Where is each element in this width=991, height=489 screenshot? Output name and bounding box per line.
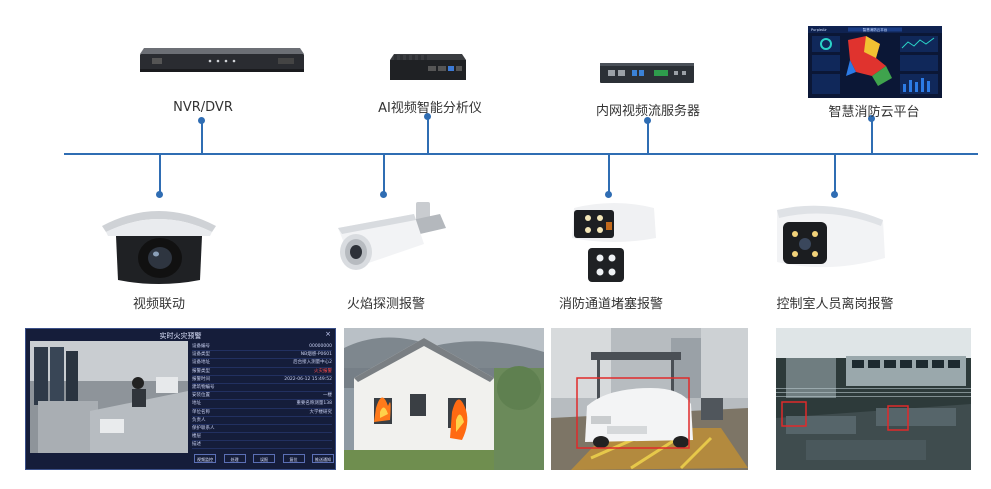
connector-linkage	[159, 155, 161, 195]
label-cloud-platform: 智慧消防云平台	[828, 105, 920, 120]
row-key: 报警类型	[192, 368, 210, 374]
fire-alarm-panel: 实时火灾预警 × 设备编号 00000000 设备类型 NB烟感-P0601 设备地…	[25, 328, 336, 470]
row-value: 00000000	[309, 344, 332, 349]
label-passage-blockage: 消防通道堵塞报警	[558, 297, 664, 312]
connector-dot-linkage	[156, 191, 163, 198]
connector-control-room	[834, 155, 836, 195]
connector-flame	[383, 155, 385, 195]
table-row: 负责人	[192, 417, 332, 425]
row-value: NB烟感-P0601	[300, 352, 332, 358]
alarm-action-buttons: 视频监控 处理 误报 复位 推送通知	[194, 454, 334, 463]
row-value: 一楼	[323, 393, 332, 399]
table-row: 设备类型 NB烟感-P0601	[192, 351, 332, 360]
row-key: 设备编号	[192, 344, 210, 349]
network-bus-line	[64, 153, 978, 155]
connector-dot-control-room	[831, 191, 838, 198]
table-row: 地址 重要名称测量138	[192, 400, 332, 409]
passage-blockage-scene-image	[551, 328, 748, 470]
connector-dot-flame	[380, 191, 387, 198]
row-value: 后台接入测量中心2	[293, 360, 332, 366]
row-key: 安装位置	[192, 393, 210, 399]
row-key: 楼层	[192, 434, 201, 440]
row-key: 地址	[192, 401, 201, 407]
row-key: 保护联系人	[192, 425, 215, 431]
video-stream-server-image	[600, 63, 694, 83]
nvr-recorder-image	[140, 48, 304, 72]
flame-detection-camera-image	[338, 202, 446, 270]
row-value: 重要名称测量138	[296, 401, 332, 407]
table-row: 描述	[192, 441, 332, 450]
connector-dot-server	[644, 117, 651, 124]
label-control-room-absence: 控制室人员离岗报警	[776, 297, 894, 312]
table-row: 报警类型 火灾报警	[192, 368, 332, 376]
table-row: 单位名称 大学楼研究	[192, 409, 332, 417]
connector-dot-passage	[605, 191, 612, 198]
row-value-alarm-type: 火灾报警	[314, 368, 332, 374]
monitor-brand-text: PurpleAir	[811, 28, 827, 32]
ai-analyzer-image	[390, 54, 466, 80]
reset-button[interactable]: 复位	[282, 454, 305, 463]
connector-dot-cloud	[868, 115, 875, 122]
row-key: 报警时间	[192, 376, 210, 382]
table-row: 报警时间 2022-06-12 15:49:52	[192, 376, 332, 384]
connector-server	[647, 120, 649, 154]
alarm-detail-table: 设备编号 00000000 设备类型 NB烟感-P0601 设备地址 后台接入测量中心…	[192, 343, 332, 450]
label-nvr: NVR/DVR	[173, 100, 233, 115]
row-key: 描述	[192, 442, 201, 448]
linkage-camera-image	[102, 211, 216, 284]
row-key: 单位名称	[192, 409, 210, 415]
connector-cloud	[871, 118, 873, 154]
control-room-camera-image	[777, 205, 885, 268]
label-ai-analyzer: AI视频智能分析仪	[378, 101, 482, 116]
connector-dot-nvr	[198, 117, 205, 124]
false-alarm-button[interactable]: 误报	[253, 454, 275, 463]
table-row: 设备地址 后台接入测量中心2	[192, 359, 332, 368]
connector-ai	[427, 116, 429, 154]
table-row: 建筑物编号	[192, 384, 332, 393]
monitor-header-text: 智慧消防云平台	[863, 27, 888, 32]
alarm-panel-title: 实时火灾预警	[159, 332, 202, 340]
control-room-scene-image	[776, 328, 971, 470]
close-icon[interactable]: ×	[325, 330, 331, 338]
handle-button[interactable]: 处理	[223, 454, 246, 463]
connector-dot-ai	[424, 113, 431, 120]
label-flame-detection: 火焰探测报警	[346, 297, 426, 312]
table-row: 保护联系人	[192, 425, 332, 434]
flame-scene-image	[344, 328, 544, 470]
row-value: 大学楼研究	[309, 409, 333, 415]
passage-blockage-camera-image	[572, 203, 656, 282]
table-row: 安装位置 一楼	[192, 392, 332, 401]
table-row: 楼层	[192, 433, 332, 442]
row-key: 设备地址	[192, 360, 210, 366]
label-video-linkage: 视频联动	[132, 297, 186, 312]
connector-passage	[608, 155, 610, 195]
row-key: 负责人	[192, 417, 206, 423]
cloud-platform-monitor-image: PurpleAir 智慧消防云平台	[808, 26, 942, 98]
row-key: 建筑物编号	[192, 384, 215, 390]
push-notify-button[interactable]: 推送通知	[312, 454, 334, 463]
label-stream-server: 内网视频流服务器	[595, 104, 701, 119]
row-value: 2022-06-12 15:49:52	[284, 376, 332, 382]
connector-nvr	[201, 120, 203, 154]
video-monitor-button[interactable]: 视频监控	[194, 454, 216, 463]
table-row: 设备编号 00000000	[192, 343, 332, 352]
row-key: 设备类型	[192, 352, 210, 358]
cctv-snapshot-image	[30, 341, 188, 453]
